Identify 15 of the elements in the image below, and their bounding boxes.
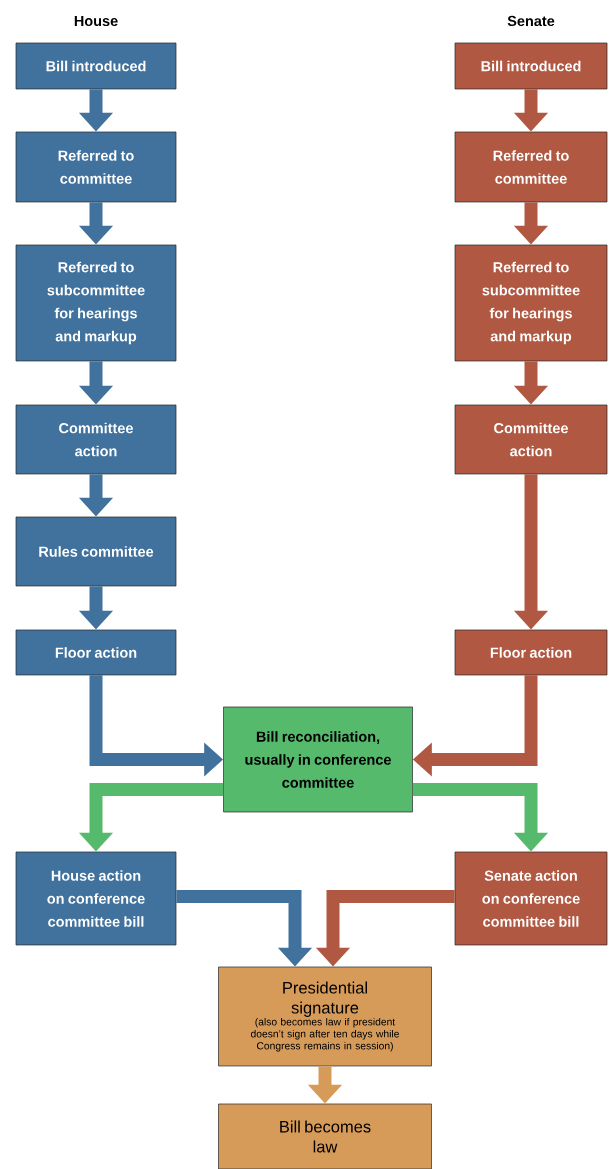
- process-box: Committee action: [454, 404, 608, 475]
- process-box: Rules committee: [15, 516, 177, 587]
- process-box: Referred to committee: [15, 131, 177, 203]
- process-box: Referred to subcommittee for hearings and markup: [15, 244, 177, 362]
- process-box: Bill introduced: [15, 42, 177, 90]
- process-box: House action on conference committee bill: [15, 851, 177, 946]
- column-heading: House: [74, 15, 118, 27]
- process-box: Senate action on conference committee bill: [454, 851, 608, 946]
- column-heading: Senate: [507, 15, 555, 27]
- process-box: Referred to committee: [454, 131, 608, 203]
- process-box: Bill reconciliation, usually in conference committee: [223, 706, 413, 813]
- process-box: Presidential signature (also becomes law if president doesn’t sign after ten days while Congress remains in session): [218, 966, 432, 1067]
- process-box: Referred to subcommittee for hearings and markup: [454, 244, 608, 362]
- process-box: Bill introduced: [454, 42, 608, 90]
- process-box: Committee action: [15, 404, 177, 475]
